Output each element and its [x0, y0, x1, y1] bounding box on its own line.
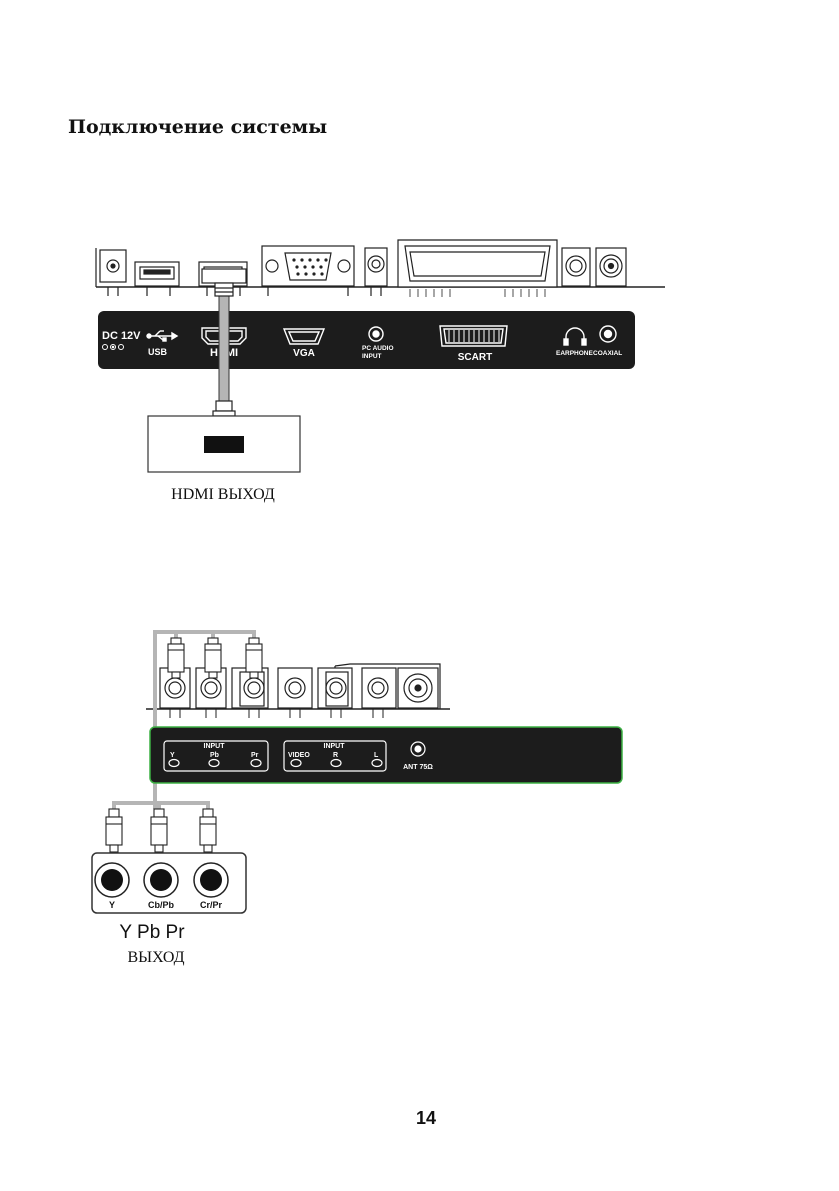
- r-jack-label: R: [333, 752, 338, 759]
- component-panel-groups: [163, 740, 426, 772]
- component-plugs-tv: [167, 637, 263, 679]
- device-jack-crpr: [193, 862, 229, 898]
- earphone-label: EARPHONE: [556, 350, 594, 357]
- device-cbpb-label: Cb/Pb: [148, 900, 175, 910]
- antenna-jack-icon: [410, 741, 426, 757]
- scart-label: SCART: [458, 352, 492, 363]
- input-group2-label: INPUT: [324, 743, 346, 750]
- hdmi-output-label: HDMI ВЫХОД: [171, 486, 275, 503]
- plug-crpr-bottom: [199, 808, 217, 853]
- hdmi-source-device: [147, 415, 301, 473]
- hdmi-panel-icons: [102, 325, 617, 350]
- device-crpr-label: Cr/Pr: [200, 900, 223, 910]
- plug-pr-top: [245, 637, 263, 679]
- device-jack-cbpb: [143, 862, 179, 898]
- component-tv-chassis: [146, 663, 450, 718]
- input-group1-label: INPUT: [204, 743, 226, 750]
- scart-port-icon: [439, 325, 508, 347]
- dc-polarity-icon: [102, 344, 124, 350]
- coaxial-label: COAXIAL: [593, 350, 622, 357]
- l-jack-label: L: [374, 752, 379, 759]
- page-number: 14: [415, 1108, 437, 1128]
- ypbpr-output-title: Y Pb Pr: [119, 922, 185, 943]
- pb-jack-label: Pb: [210, 752, 219, 759]
- video-jack-label: VIDEO: [288, 752, 310, 759]
- pc-audio-jack-icon: [368, 326, 384, 342]
- vga-port-icon: [282, 328, 326, 345]
- hdmi-output-port-icon: [204, 436, 244, 453]
- vga-label: VGA: [293, 348, 315, 359]
- ant-label: ANT 75Ω: [403, 764, 433, 771]
- component-connection-diagram: INPUT Y Pb Pr INPUT VIDEO R L ANT 75Ω: [91, 630, 623, 966]
- pc-audio-input-label: INPUT: [362, 353, 382, 360]
- ypbpr-output-subtitle: ВЫХОД: [127, 949, 184, 966]
- component-panel-labels: INPUT Y Pb Pr INPUT VIDEO R L ANT 75Ω: [170, 743, 433, 771]
- earphone-icon: [563, 327, 587, 346]
- pr-jack-label: Pr: [251, 752, 259, 759]
- component-plugs-device: [105, 808, 217, 853]
- hdmi-connection-diagram: DC 12V USB HDMI VGA PC AUDIO INPUT SCART…: [95, 239, 665, 503]
- component-source-device: Y Cb/Pb Cr/Pr: [91, 852, 247, 914]
- hdmi-panel-plate: [98, 311, 635, 369]
- device-y-label: Y: [109, 900, 115, 910]
- rca-jacks-row: [159, 667, 439, 709]
- usb-label: USB: [148, 347, 168, 357]
- page-title: Подключение системы: [68, 116, 328, 138]
- plug-cbpb-bottom: [150, 808, 168, 853]
- hdmi-port-icon: [201, 327, 247, 345]
- dc-label: DC 12V: [102, 330, 141, 342]
- hdmi-tv-chassis: [95, 239, 665, 297]
- plug-y-top: [167, 637, 185, 679]
- plug-y-bottom: [105, 808, 123, 853]
- y-jack-label: Y: [170, 752, 175, 759]
- device-jack-y: [94, 862, 130, 898]
- usb-symbol-icon: [146, 330, 179, 342]
- coaxial-jack-icon: [599, 325, 617, 343]
- pc-audio-label: PC AUDIO: [362, 345, 394, 352]
- hdmi-plug-top: [201, 268, 247, 297]
- plug-pb-top: [204, 637, 222, 679]
